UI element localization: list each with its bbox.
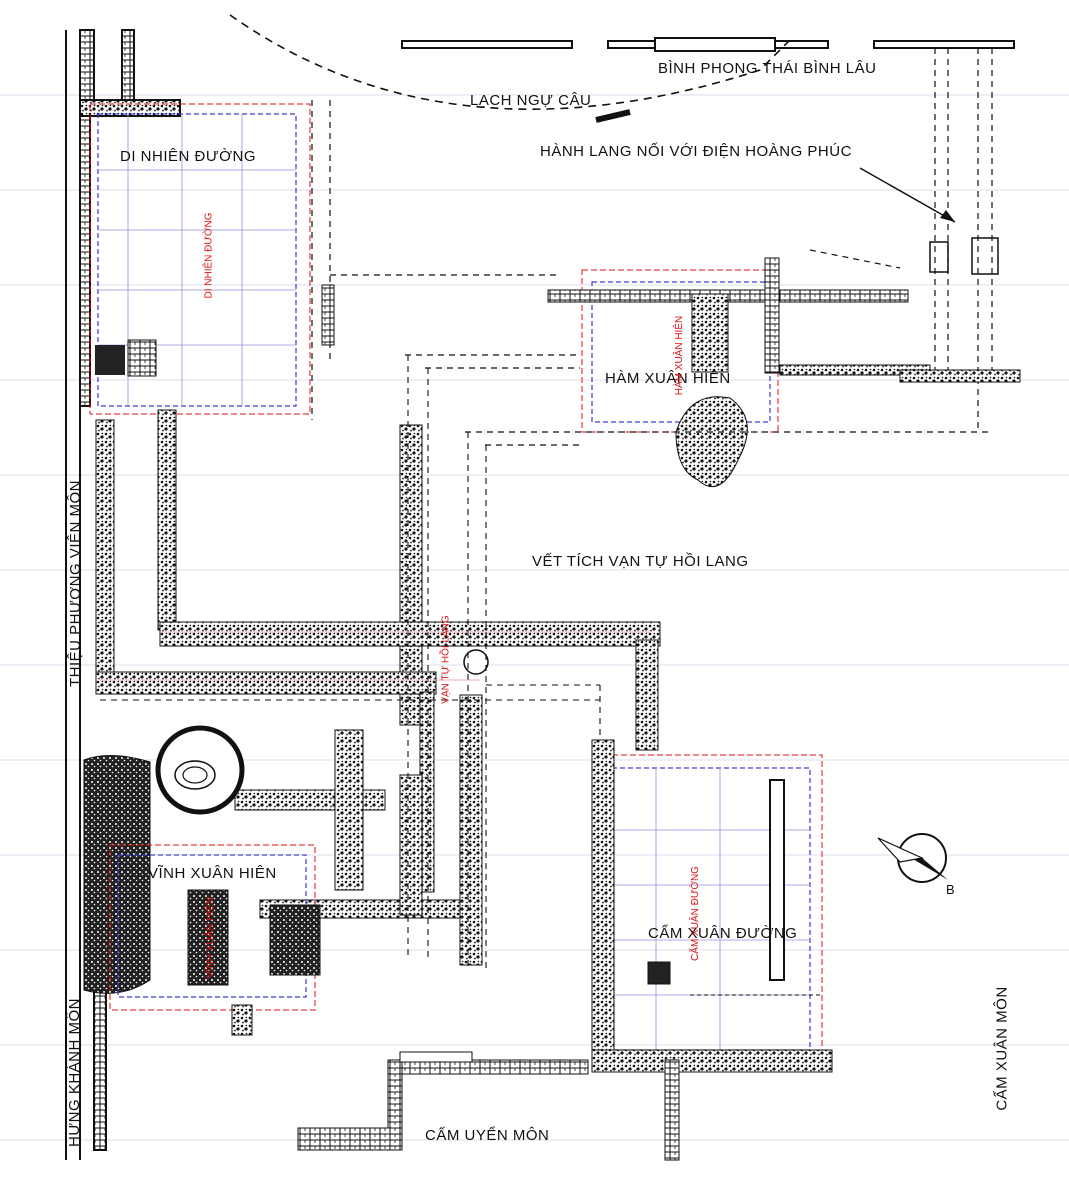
north-corridor [330,48,993,430]
top-screens [401,37,1015,52]
hanh-lang-label: HÀNH LANG NỐI VỚI ĐIỆN HOÀNG PHÚC [540,143,852,160]
ruled-background [0,94,1069,1141]
binh-phong-label: BÌNH PHONG THÁI BÌNH LÂU [658,60,877,77]
van-tu-hoi-lang-ruins [95,409,661,966]
hung-khanh-label: HƯNG KHÁNH MÔN [65,998,83,1147]
west-wall [65,29,181,1160]
cam-xuan-duong-label: CẨM XUÂN ĐƯỜNG [648,925,798,942]
cam-xuan-mon-label: CẨM XUÂN MÔN [993,986,1011,1111]
corridor-outlines [100,355,601,970]
di-nhien-duong-label: DI NHIÊN ĐƯỜNG [120,148,257,165]
vet-tich-label: VẾT TÍCH VẠN TỰ HỒI LANG [532,553,749,570]
canal-arc [229,14,791,110]
cam-xuan-duong-red-label: CẨM XUÂN ĐƯỜNG [689,866,701,961]
ham-xuan-hien-plan [405,257,1021,488]
vinh-xuan-hien-label: VĨNH XUÂN HIÊN [148,865,277,882]
di-nhien-duong-red-label: DI NHIÊN ĐƯỜNG [203,212,215,299]
pink-grid-corridor [100,631,650,681]
lach-ngu-cau-label: LẠCH NGỰ CÂU [470,92,592,109]
vinh-xuan-hien-plan [83,725,321,1036]
thieu-phuong-label: THIỆU PHƯƠNG VIÊN MÔN [67,479,85,688]
cam-uyen-walls [297,1051,680,1161]
cam-uyen-label: CẤM UYỂN MÔN [425,1127,550,1144]
ham-xuan-hien-label: HÀM XUÂN HIÊN [605,370,731,387]
van-tu-hoi-lang-red-label: VẠN TỰ HỒI LANG [440,615,452,704]
di-nhien-duong-plan [89,100,335,420]
vinh-xuan-hien-red-label: VĨNH XUÂN HIÊN [205,896,217,979]
compass-letter: B [946,882,955,897]
cam-xuan-duong-plan [591,739,833,1073]
ham-xuan-hien-red-label: HÀM XUÂN HIÊN [674,315,686,396]
compass-icon [877,833,948,883]
